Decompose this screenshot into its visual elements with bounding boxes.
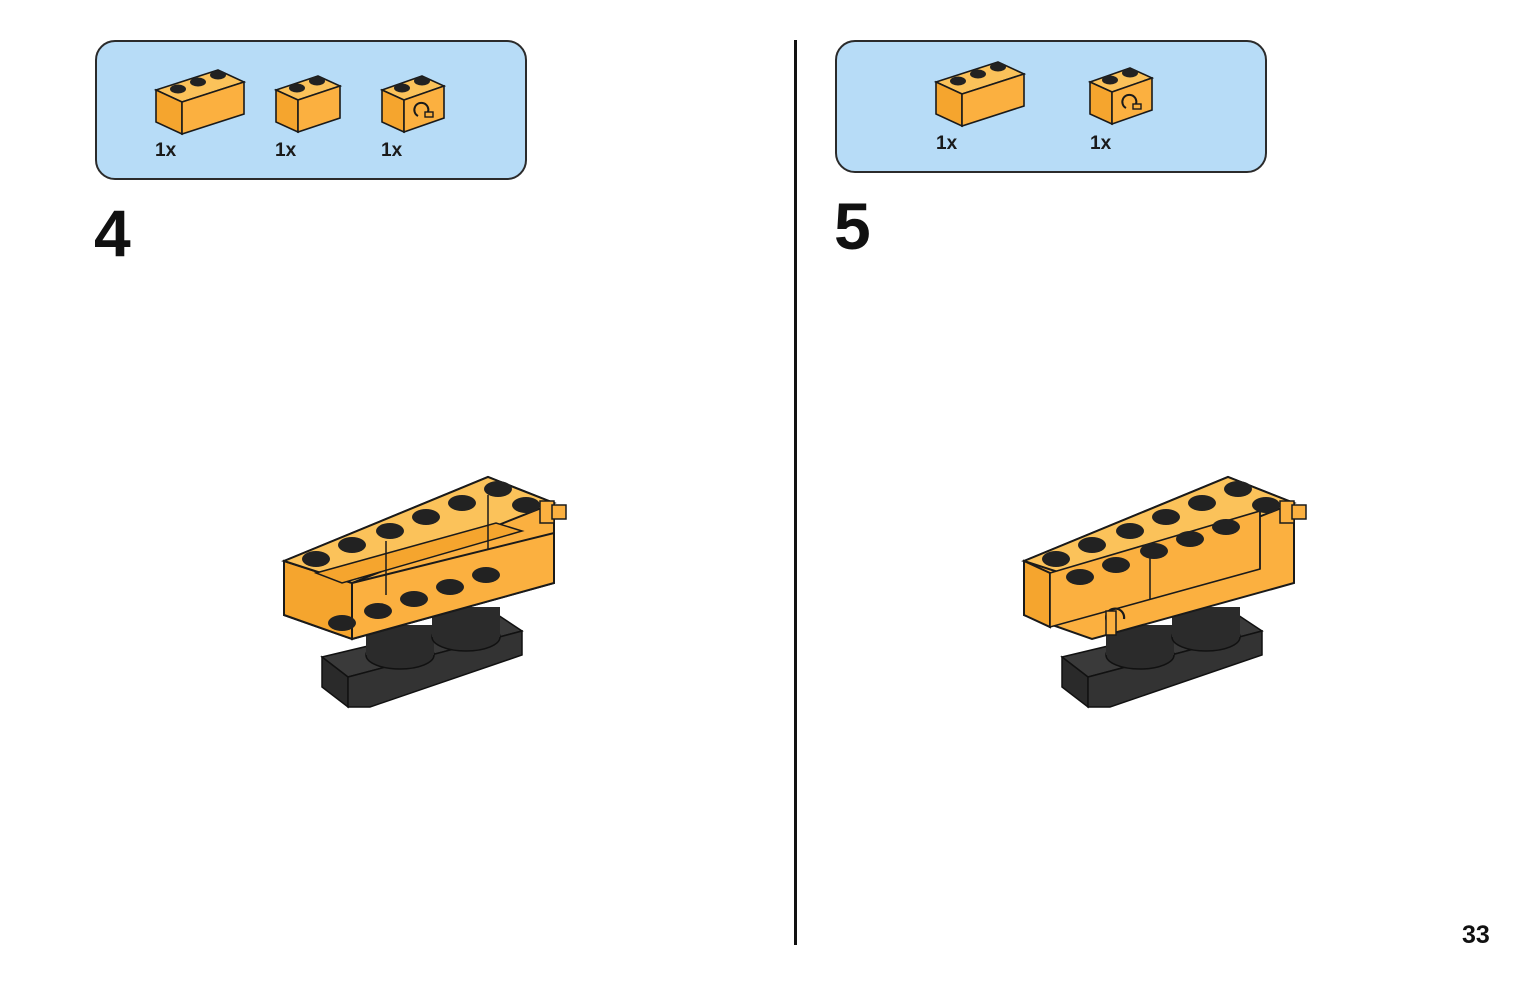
quantity-label: 1x — [275, 140, 297, 161]
step-5-model-illustration — [1021, 475, 1307, 709]
step-number: 5 — [834, 189, 871, 263]
quantity-label: 1x — [936, 133, 958, 154]
orange-brick-1x2-with-clip-icon — [379, 75, 447, 134]
quantity-label: 1x — [155, 140, 177, 161]
orange-brick-1x3-icon — [153, 69, 247, 136]
quantity-label: 1x — [1090, 133, 1112, 154]
page-number: 33 — [1462, 921, 1490, 949]
step-number: 4 — [94, 196, 131, 270]
step-4-model-illustration — [281, 475, 567, 709]
orange-brick-1x3-icon — [933, 61, 1027, 128]
page-divider — [794, 40, 797, 945]
orange-brick-1x2-icon — [273, 75, 343, 134]
orange-brick-1x2-with-clip-icon — [1087, 67, 1155, 126]
quantity-label: 1x — [381, 140, 403, 161]
parts-list-step-5 — [835, 40, 1267, 173]
